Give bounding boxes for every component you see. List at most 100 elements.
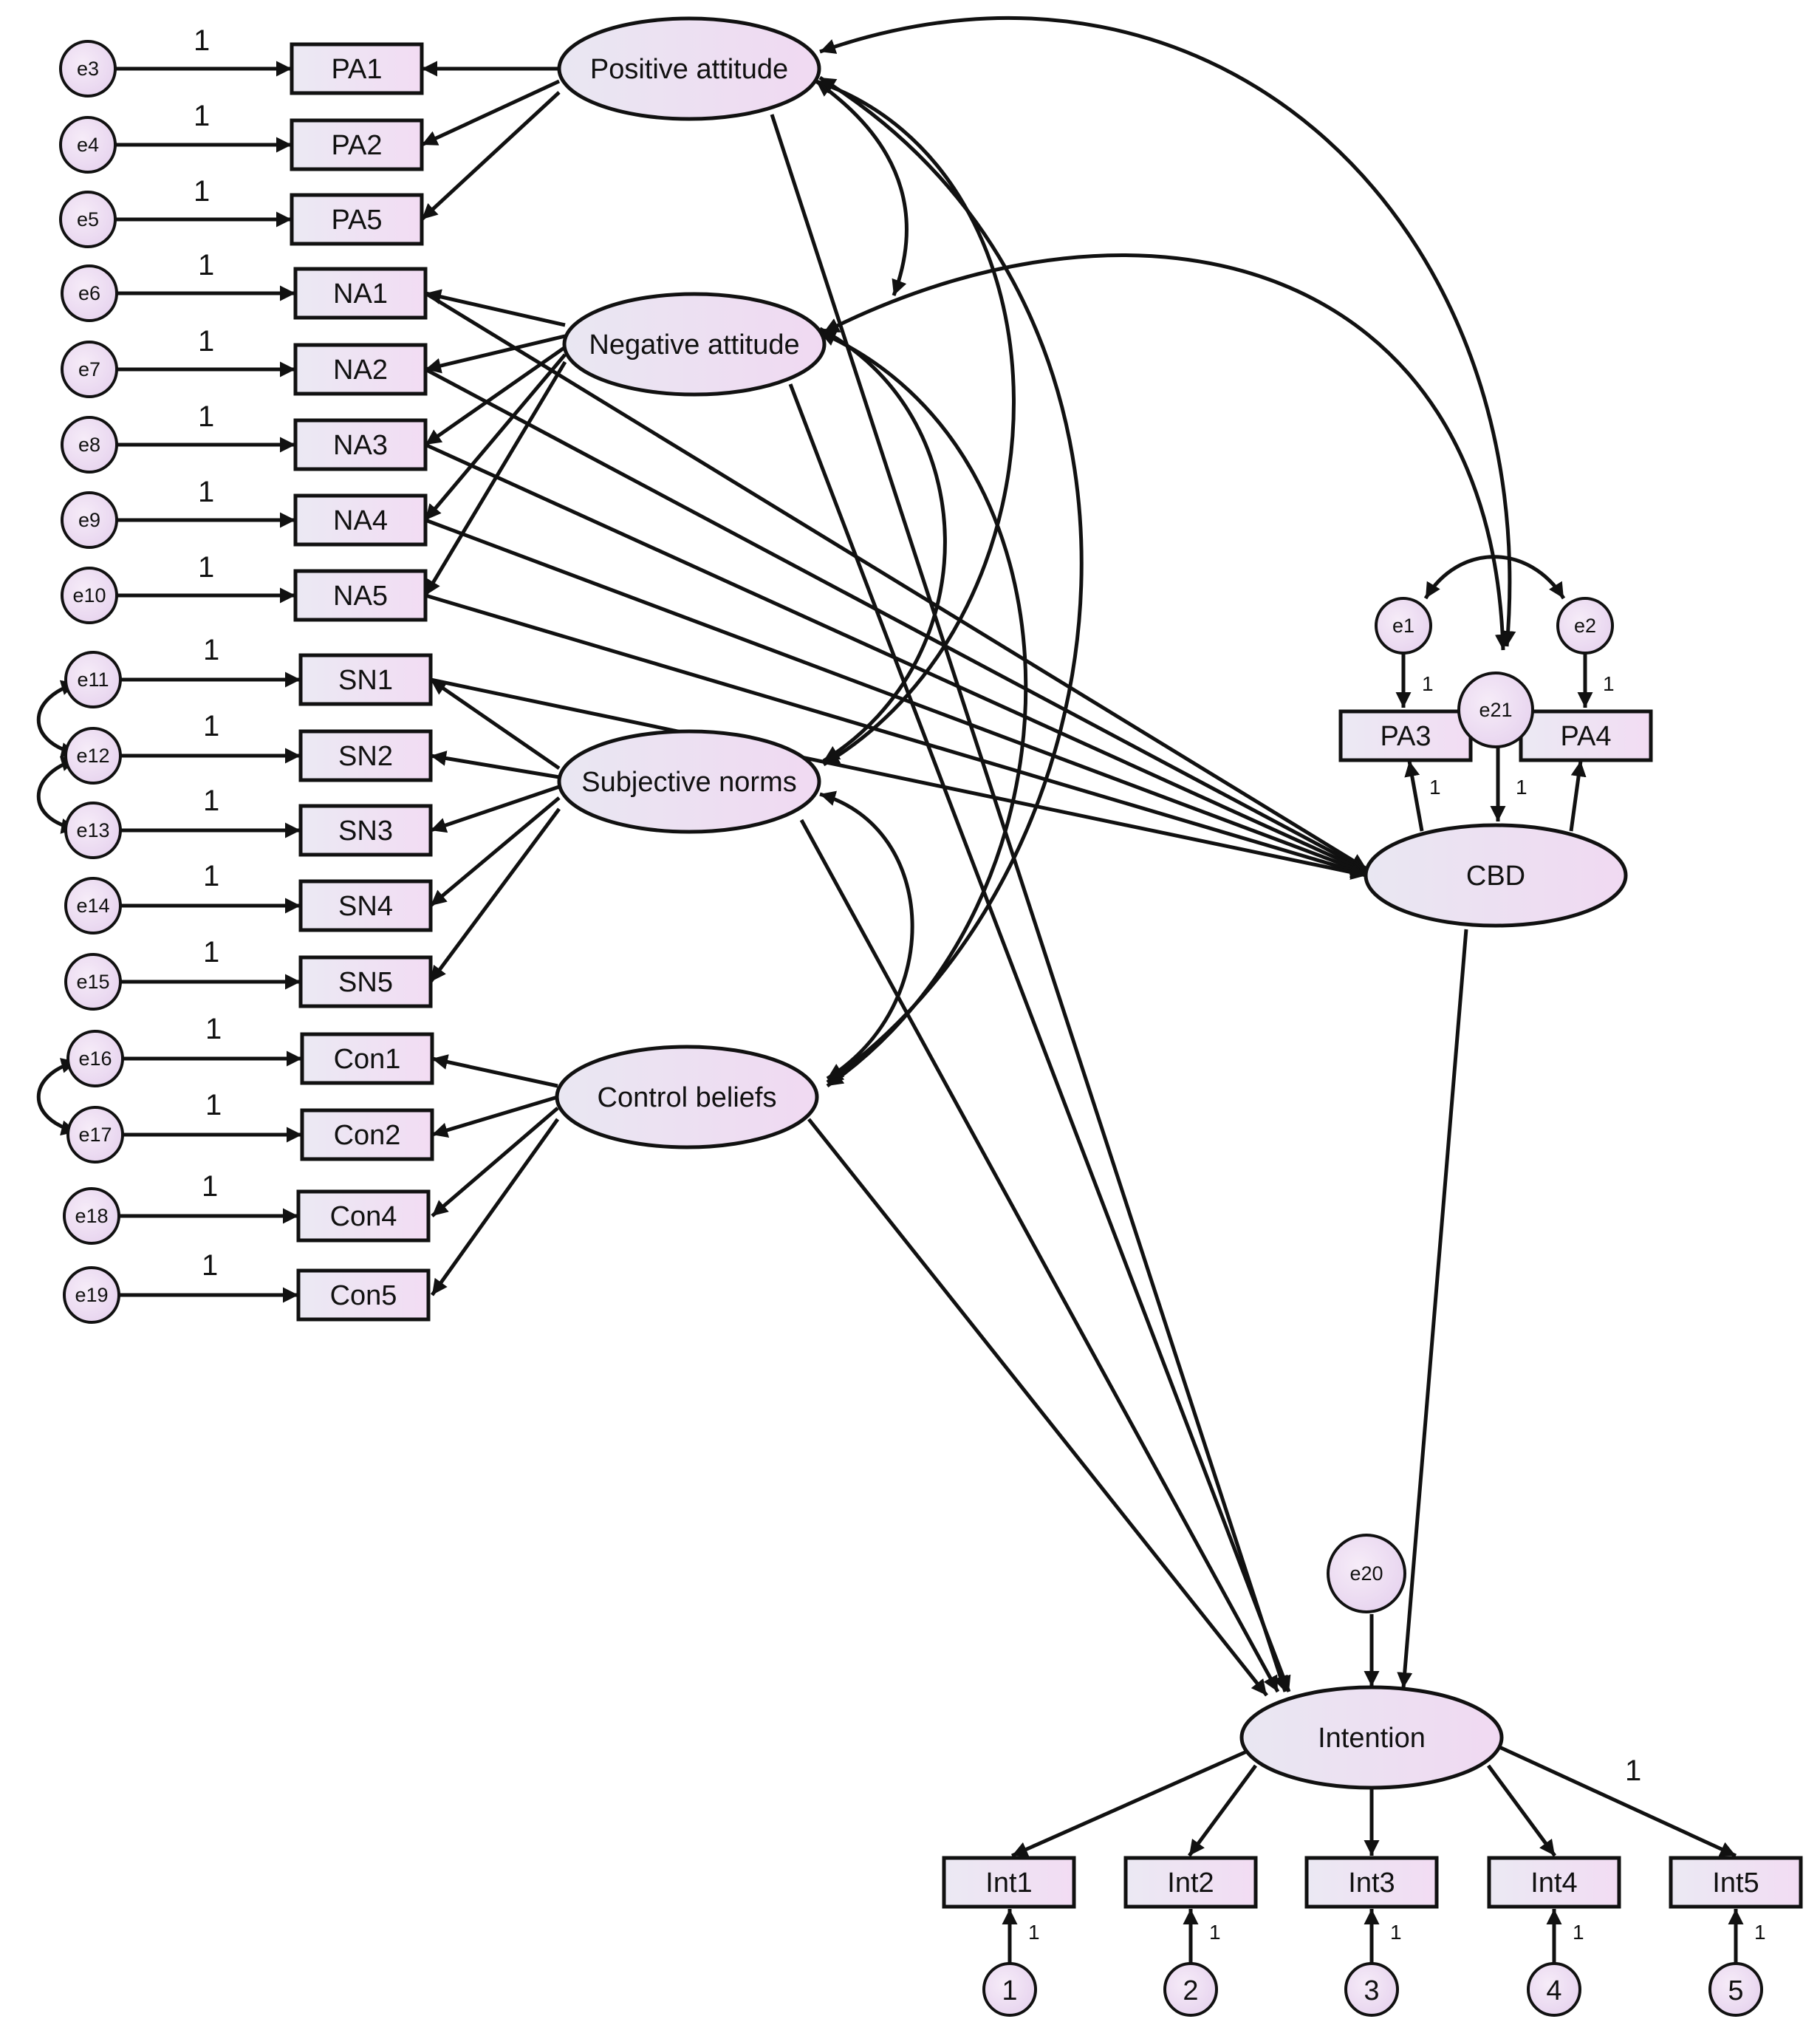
svg-text:SN1: SN1 bbox=[338, 665, 393, 696]
svg-text:PA1: PA1 bbox=[331, 54, 382, 85]
error-e16: e16 bbox=[66, 1030, 124, 1087]
svg-text:e5: e5 bbox=[77, 208, 99, 230]
svg-text:SN5: SN5 bbox=[338, 967, 393, 998]
svg-text:Positive attitude: Positive attitude bbox=[590, 54, 788, 85]
svg-text:SN3: SN3 bbox=[338, 816, 393, 847]
svg-text:e12: e12 bbox=[76, 745, 109, 767]
weight-label: 1 bbox=[1603, 672, 1615, 695]
latent-covariances bbox=[815, 16, 1516, 1088]
svg-text:NA4: NA4 bbox=[333, 505, 388, 536]
indicator-con4: Con4 bbox=[296, 1189, 431, 1243]
svg-text:e18: e18 bbox=[75, 1205, 108, 1227]
error-e12: e12 bbox=[64, 727, 122, 785]
weight-label: 1 bbox=[1625, 1754, 1641, 1787]
svg-text:PA2: PA2 bbox=[331, 130, 382, 161]
error-e1: e1 bbox=[1375, 597, 1432, 655]
svg-text:NA5: NA5 bbox=[333, 581, 388, 612]
indicator-con1: Con1 bbox=[300, 1032, 434, 1085]
svg-text:SN4: SN4 bbox=[338, 891, 393, 922]
weight-label: 1 bbox=[203, 710, 219, 742]
svg-text:Intention: Intention bbox=[1318, 1723, 1426, 1754]
error-covariances bbox=[36, 680, 78, 1136]
svg-text:Subjective norms: Subjective norms bbox=[581, 767, 796, 798]
svg-text:NA3: NA3 bbox=[333, 430, 388, 461]
svg-text:2: 2 bbox=[1183, 1975, 1198, 2006]
weight-label: 1 bbox=[198, 400, 214, 433]
indicator-int5: Int5 bbox=[1669, 1856, 1803, 1909]
indicator-pa4: PA4 bbox=[1519, 709, 1653, 762]
latent-negative-attitude: Negative attitude bbox=[562, 292, 827, 397]
latent-control-beliefs: Control beliefs bbox=[555, 1045, 819, 1149]
weight-label: 1 bbox=[1429, 776, 1441, 799]
indicator-sn3: SN3 bbox=[298, 804, 433, 857]
indicator-na1: NA1 bbox=[293, 267, 428, 320]
indicator-con2: Con2 bbox=[300, 1108, 434, 1161]
weight-label: 1 bbox=[203, 860, 219, 892]
weight-label: 1 bbox=[198, 249, 214, 281]
svg-text:e14: e14 bbox=[76, 895, 109, 917]
indicator-int4: Int4 bbox=[1487, 1856, 1621, 1909]
error-3: 3 bbox=[1344, 1962, 1399, 2017]
intention-measurement-paths bbox=[1002, 1745, 1744, 1971]
error-paths bbox=[116, 61, 302, 1303]
weight-label: 1 bbox=[1754, 1921, 1766, 1944]
weight-label: 1 bbox=[198, 551, 214, 584]
svg-text:e9: e9 bbox=[78, 509, 100, 531]
svg-text:Negative attitude: Negative attitude bbox=[589, 329, 799, 361]
indicator-sn2: SN2 bbox=[298, 729, 433, 782]
svg-text:e11: e11 bbox=[77, 669, 109, 691]
error-e15: e15 bbox=[64, 953, 122, 1011]
indicator-pa2: PA2 bbox=[290, 118, 424, 171]
error-e7: e7 bbox=[61, 341, 118, 398]
weight-label: 1 bbox=[1573, 1921, 1584, 1944]
svg-text:e3: e3 bbox=[77, 58, 99, 80]
weight-label: 1 bbox=[1422, 672, 1434, 695]
weight-label: 1 bbox=[194, 24, 210, 57]
svg-text:e15: e15 bbox=[76, 971, 109, 993]
weight-label: 1 bbox=[203, 785, 219, 817]
weight-label: 1 bbox=[205, 1089, 222, 1121]
error-4: 4 bbox=[1527, 1962, 1581, 2017]
weight-label: 1 bbox=[203, 936, 219, 968]
error-e9: e9 bbox=[61, 491, 118, 549]
indicator-pa5: PA5 bbox=[290, 193, 424, 246]
error-e20: e20 bbox=[1327, 1534, 1406, 1613]
svg-text:PA4: PA4 bbox=[1560, 721, 1611, 752]
indicator-int1: Int1 bbox=[942, 1856, 1076, 1909]
svg-text:Control beliefs: Control beliefs bbox=[598, 1082, 777, 1113]
indicator-con5: Con5 bbox=[296, 1268, 431, 1322]
indicator-na3: NA3 bbox=[293, 418, 428, 471]
indicator-sn4: SN4 bbox=[298, 879, 433, 932]
svg-text:e2: e2 bbox=[1574, 615, 1596, 637]
loading-paths bbox=[420, 61, 567, 1296]
svg-text:Int5: Int5 bbox=[1712, 1868, 1759, 1899]
latent-intention: Intention bbox=[1239, 1685, 1504, 1790]
error-5: 5 bbox=[1708, 1962, 1763, 2017]
indicator-sn5: SN5 bbox=[298, 955, 433, 1008]
error-e5: e5 bbox=[59, 191, 117, 248]
svg-text:e7: e7 bbox=[78, 358, 100, 380]
latent-positive-attitude: Positive attitude bbox=[557, 16, 821, 121]
cbd-measurement-paths bbox=[1395, 555, 1593, 832]
weight-label: 1 bbox=[194, 100, 210, 132]
error-e6: e6 bbox=[61, 264, 118, 322]
intention-structural-paths bbox=[770, 114, 1468, 1697]
weight-label: 1 bbox=[203, 634, 219, 666]
svg-text:e1: e1 bbox=[1392, 615, 1414, 637]
weight-labels: 1 1 1 1 1 1 1 1 1 1 1 1 1 1 1 1 1 1 1 1 … bbox=[194, 24, 1766, 1944]
indicator-na5: NA5 bbox=[293, 569, 428, 622]
svg-text:e4: e4 bbox=[77, 134, 99, 156]
svg-text:4: 4 bbox=[1546, 1975, 1561, 2006]
indicator-int3: Int3 bbox=[1304, 1856, 1439, 1909]
error-e10: e10 bbox=[61, 567, 118, 624]
latent-variables: Positive attitude Negative attitude Subj… bbox=[555, 16, 1628, 1790]
indicator-boxes: PA1 PA2 PA5 NA1 NA2 NA3 NA4 NA5 SN1 SN2 … bbox=[290, 42, 1803, 1909]
error-e18: e18 bbox=[63, 1187, 120, 1245]
weight-label: 1 bbox=[1516, 776, 1528, 799]
error-e3: e3 bbox=[59, 40, 117, 98]
weight-label: 1 bbox=[1028, 1921, 1040, 1944]
error-2: 2 bbox=[1163, 1962, 1218, 2017]
svg-text:3: 3 bbox=[1364, 1975, 1379, 2006]
svg-text:NA1: NA1 bbox=[333, 279, 388, 310]
error-e2: e2 bbox=[1556, 597, 1614, 655]
